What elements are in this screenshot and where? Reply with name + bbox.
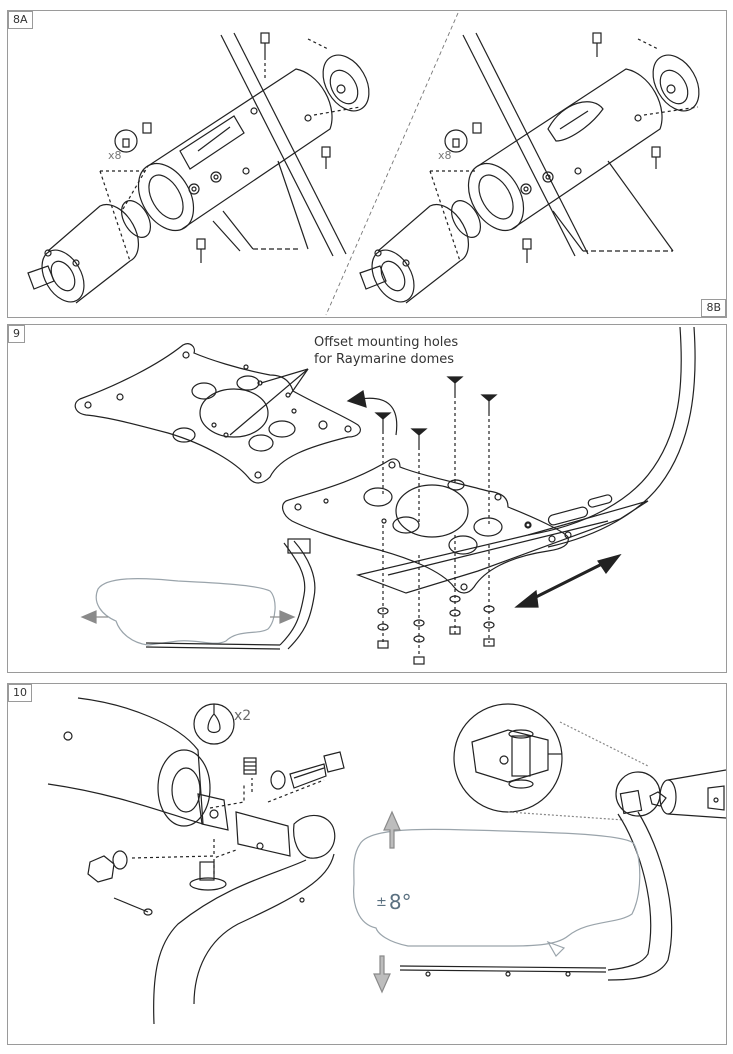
step-8a-quantity: x8 <box>108 149 122 162</box>
step-8b-quantity: x8 <box>438 149 452 162</box>
panel-step-8: 8A x8 x8 8B <box>7 10 727 318</box>
step-10-illustration <box>47 697 726 1025</box>
tilt-angle-value: 8° <box>388 890 412 914</box>
step-8-illustration <box>27 12 700 316</box>
step-9-label: 9 <box>8 325 25 343</box>
step-8b-label: 8B <box>701 299 726 317</box>
step-8a-label: 8A <box>8 11 33 29</box>
panel-step-9: 9 Offset mounting holes for Raymarine do… <box>7 324 727 673</box>
offset-holes-callout-line1: Offset mounting holes <box>314 335 459 350</box>
panel-step-10: 10 x2 ±8° <box>7 683 727 1045</box>
step-10-quantity: x2 <box>234 708 252 724</box>
step-10-label: 10 <box>8 684 32 702</box>
offset-holes-callout-line2: for Raymarine domes <box>314 352 455 367</box>
tilt-angle-sign: ± <box>376 895 387 910</box>
step-9-illustration <box>74 326 696 665</box>
tilt-angle-label: ±8° <box>376 890 412 914</box>
